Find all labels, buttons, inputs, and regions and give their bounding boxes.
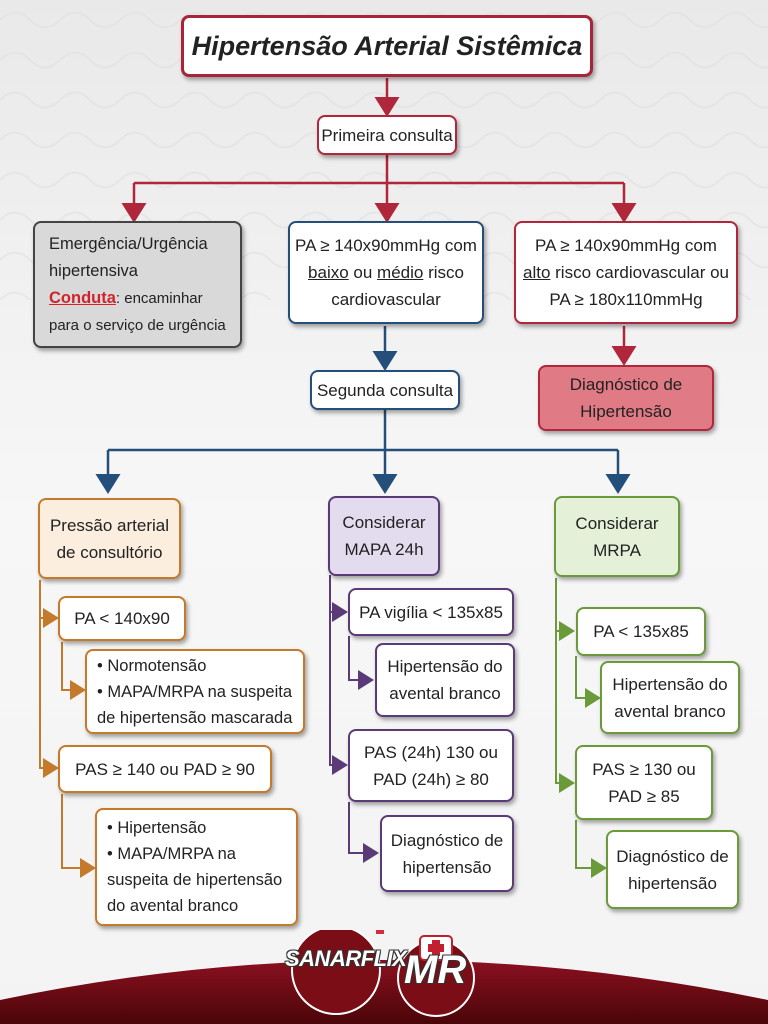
office-cond2-node: PAS ≥ 140 ou PAD ≥ 90 — [58, 745, 272, 793]
mrpa-cond1-node: PA < 135x85 — [576, 607, 706, 656]
office-res1-line2: • MAPA/MRPA na suspeita — [97, 682, 292, 701]
mapa-cond2-line2: PAD (24h) ≥ 80 — [373, 769, 489, 789]
mrpa-res1-node: Hipertensão do avental branco — [600, 661, 740, 734]
mr-logo: MR — [404, 948, 467, 992]
conduct-label: Conduta — [49, 288, 116, 307]
office-cond1-label: PA < 140x90 — [74, 609, 170, 628]
high-label: alto — [523, 263, 551, 282]
office-res2-line3: suspeita de hipertensão — [107, 871, 283, 889]
mapa-cond1-node: PA vigília < 135x85 — [348, 588, 514, 636]
second-consult-label: Segunda consulta — [316, 380, 454, 400]
mrpa-header-line1: Considerar — [575, 513, 659, 533]
mrpa-header-node: Considerar MRPA — [554, 496, 680, 577]
emergency-line4: para o serviço de urgência — [49, 316, 226, 334]
diagnosis-top-line2: Hipertensão — [580, 402, 672, 421]
high-risk-node: PA ≥ 140x90mmHg com alto risco cardiovas… — [514, 221, 738, 324]
mapa-cond2-node: PAS (24h) 130 ou PAD (24h) ≥ 80 — [348, 729, 514, 802]
office-res2-node: • Hipertensão • MAPA/MRPA na suspeita de… — [95, 808, 298, 926]
office-header-node: Pressão arterial de consultório — [38, 498, 181, 579]
mrpa-cond2-node: PAS ≥ 130 ou PAD ≥ 85 — [575, 745, 713, 820]
mrpa-res1-line2: avental branco — [614, 701, 726, 721]
medium-label: médio — [377, 263, 424, 282]
office-res2-line4: do avental branco — [107, 897, 239, 915]
or-label: ou — [348, 263, 378, 282]
mrpa-res2-line1: Diagnóstico de — [616, 846, 729, 866]
high-risk-line2: alto risco cardiovascular ou — [523, 259, 729, 286]
conduct-rest: : encaminhar — [115, 289, 203, 307]
office-cond2-label: PAS ≥ 140 ou PAD ≥ 90 — [75, 759, 255, 779]
first-consult-node: Primeira consulta — [317, 115, 457, 155]
office-res1-line3: de hipertensão mascarada — [97, 708, 293, 727]
high-risk-line3: PA ≥ 180x110mmHg — [549, 290, 703, 309]
page-title: Hipertensão Arterial Sistêmica — [181, 15, 593, 77]
low-risk-line2: baixo ou médio risco — [308, 259, 464, 286]
emergency-conduct: Conduta: encaminhar — [49, 285, 203, 312]
mapa-cond1-label: PA vigília < 135x85 — [359, 602, 503, 622]
emergency-line2: hipertensiva — [49, 261, 138, 280]
mapa-cond2-line1: PAS (24h) 130 ou — [364, 742, 498, 762]
mrpa-res1-line1: Hipertensão do — [612, 674, 728, 694]
office-res2-line1: • Hipertensão — [107, 819, 207, 837]
mrpa-header-line2: MRPA — [593, 540, 641, 560]
risk-label: risco — [423, 263, 464, 282]
diagnosis-top-node: Diagnóstico de Hipertensão — [538, 365, 714, 431]
office-res2-line2: • MAPA/MRPA na — [107, 845, 236, 863]
office-header-line2: de consultório — [56, 542, 163, 562]
mapa-header-line2: MAPA 24h — [344, 540, 424, 559]
second-consult-node: Segunda consulta — [310, 370, 460, 410]
mapa-res2-line2: hipertensão — [402, 857, 492, 877]
mrpa-res2-node: Diagnóstico de hipertensão — [606, 830, 739, 909]
mapa-res2-node: Diagnóstico de hipertensão — [380, 815, 514, 892]
first-consult-label: Primeira consulta — [321, 125, 453, 145]
office-cond1-node: PA < 140x90 — [58, 596, 186, 641]
mapa-res1-line2: avental branco — [389, 684, 501, 703]
mrpa-cond2-line1: PAS ≥ 130 ou — [592, 759, 696, 779]
mapa-res2-line1: Diagnóstico de — [390, 830, 504, 850]
mrpa-cond1-label: PA < 135x85 — [593, 622, 689, 641]
high-rest: risco cardiovascular ou — [550, 263, 729, 282]
mapa-res1-node: Hipertensão do avental branco — [375, 643, 515, 717]
emergency-line1: Emergência/Urgência — [49, 234, 208, 253]
low-risk-line3: cardiovascular — [331, 290, 441, 309]
diagnosis-top-line1: Diagnóstico de — [569, 375, 683, 394]
sanarflix-logo: SANARFLIX — [285, 946, 407, 971]
low-risk-line1: PA ≥ 140x90mmHg com — [295, 236, 477, 255]
mrpa-res2-line2: hipertensão — [628, 873, 717, 893]
office-res1-line1: • Normotensão — [97, 656, 207, 675]
office-res1-node: • Normotensão • MAPA/MRPA na suspeita de… — [85, 649, 305, 734]
low-label: baixo — [308, 263, 349, 282]
office-header-line1: Pressão arterial — [49, 515, 170, 535]
high-risk-line1: PA ≥ 140x90mmHg com — [535, 236, 717, 255]
mrpa-cond2-line2: PAD ≥ 85 — [608, 786, 680, 806]
footer-banner — [0, 930, 768, 1024]
mapa-header-node: Considerar MAPA 24h — [328, 496, 440, 576]
low-risk-node: PA ≥ 140x90mmHg com baixo ou médio risco… — [288, 221, 484, 324]
emergency-node: Emergência/Urgência hipertensiva Conduta… — [33, 221, 242, 348]
mapa-header-line1: Considerar — [342, 513, 426, 532]
mapa-res1-line1: Hipertensão do — [387, 657, 503, 676]
